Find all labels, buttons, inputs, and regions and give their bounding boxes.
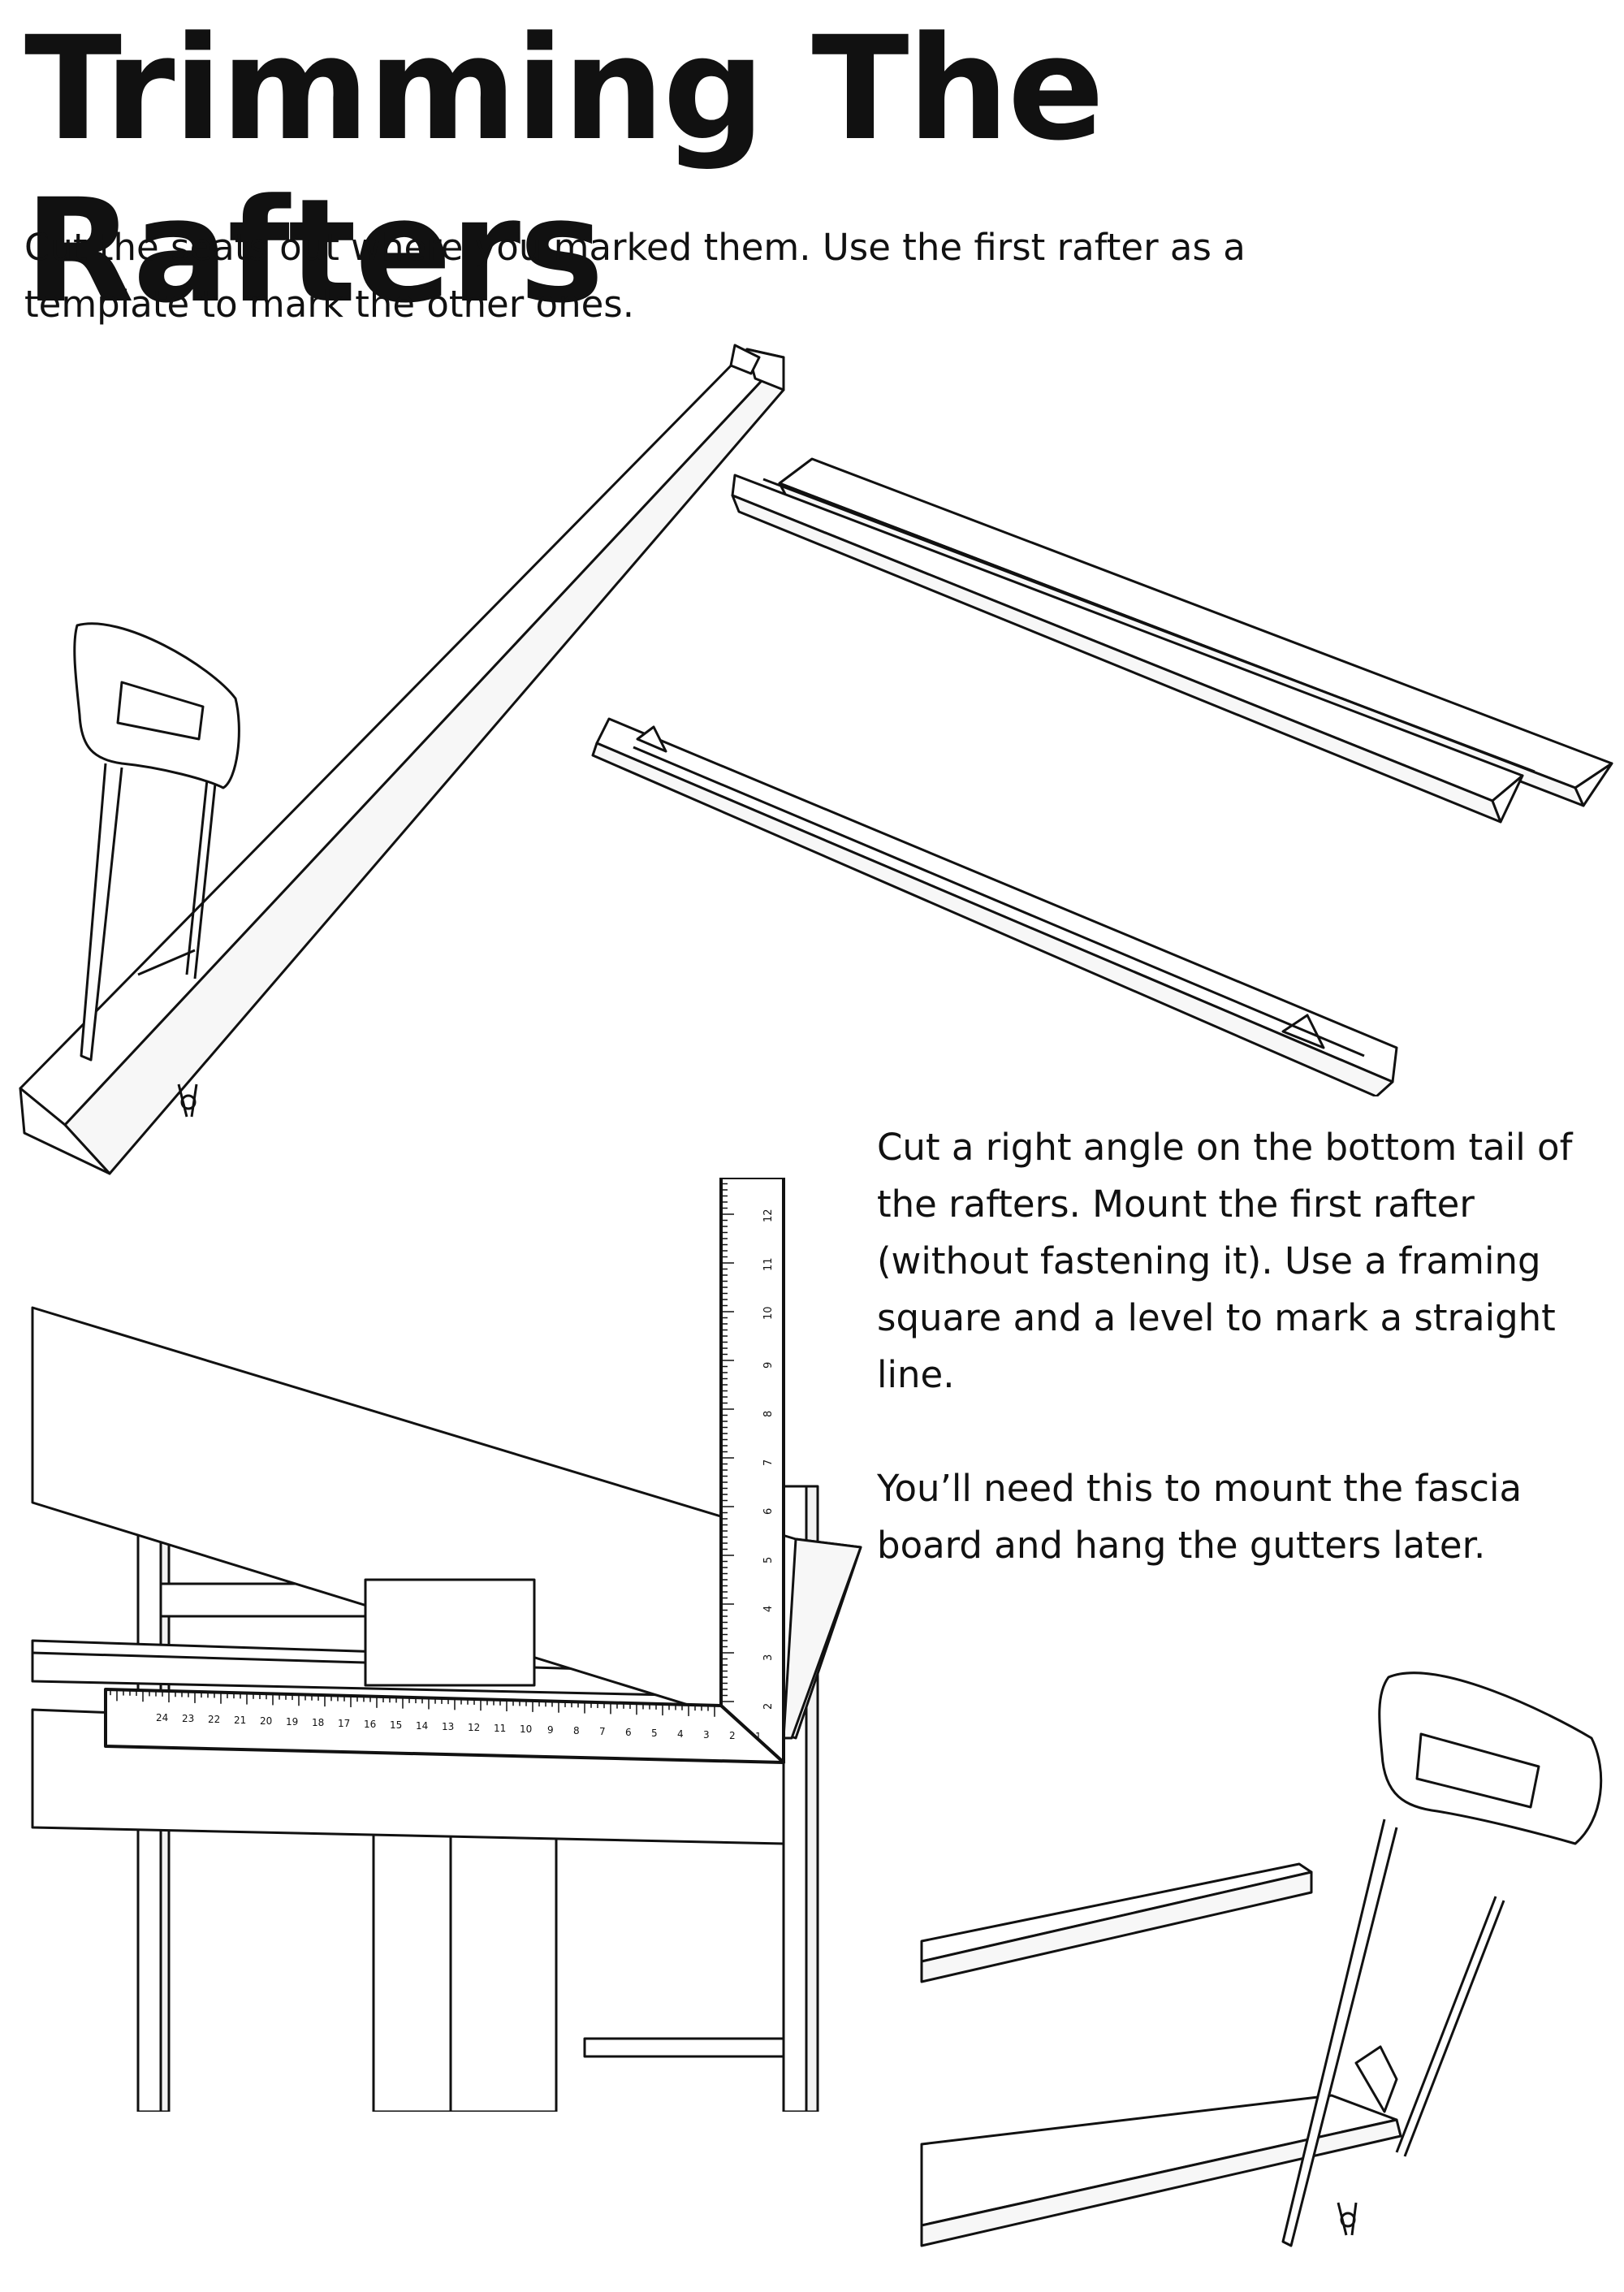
tongue-number: 4 <box>677 1728 684 1740</box>
tongue-number: 24 <box>156 1712 168 1723</box>
tongue-number: 2 <box>729 1730 736 1741</box>
rafter-pair-illustration <box>723 447 1624 837</box>
tongue-number: 16 <box>364 1719 376 1730</box>
tongue-number: 22 <box>208 1714 220 1725</box>
instruction-step-2: Cut a right angle on the bottom tail of … <box>877 1126 1573 1396</box>
tongue-number: 17 <box>338 1718 350 1729</box>
tongue-number: 12 <box>468 1722 480 1733</box>
blade-number: 9 <box>762 1362 775 1369</box>
tongue-number: 5 <box>651 1728 658 1739</box>
blade-number: 3 <box>762 1654 775 1661</box>
blade-number: 8 <box>762 1411 775 1417</box>
tongue-number: 21 <box>234 1715 246 1726</box>
tongue-number: 23 <box>182 1713 194 1724</box>
saw-cutting-rafter-tail-illustration <box>918 1657 1624 2292</box>
tongue-number: 9 <box>547 1724 554 1736</box>
tongue-number: 19 <box>286 1716 298 1728</box>
instruction-step-1: Cut the seats out where you marked them.… <box>24 226 1246 326</box>
tongue-number: 14 <box>416 1720 428 1732</box>
blade-number: 10 <box>762 1306 775 1320</box>
tongue-number: 15 <box>390 1719 402 1731</box>
blade-number: 12 <box>762 1209 775 1222</box>
tongue-number: 3 <box>703 1729 710 1741</box>
tongue-number: 20 <box>260 1715 272 1727</box>
blade-number: 5 <box>762 1557 775 1563</box>
blade-number: 7 <box>762 1460 775 1466</box>
instruction-step-3: You’ll need this to mount the fascia boa… <box>877 1467 1522 1567</box>
page-title: Trimming The Rafters <box>24 6 1104 335</box>
tongue-number: 11 <box>494 1723 506 1734</box>
tongue-number: 1 <box>755 1731 762 1742</box>
single-rafter-illustration <box>585 707 1413 1096</box>
rafter-with-saw-illustration <box>0 325 812 1186</box>
blade-number: 6 <box>762 1508 775 1515</box>
tongue-number: 7 <box>599 1726 606 1737</box>
framing-square-illustration: 2 3 4 5 6 7 8 9 10 11 12 1 2 3 4 5 6 7 8… <box>0 1178 877 2112</box>
tongue-scale-numbers: 1 2 3 4 5 6 7 8 9 10 11 12 13 14 15 16 1… <box>156 1712 762 1742</box>
blade-number: 2 <box>762 1703 775 1710</box>
blade-number: 11 <box>762 1257 775 1271</box>
tongue-number: 13 <box>442 1721 454 1732</box>
tongue-number: 8 <box>573 1725 580 1736</box>
tongue-number: 10 <box>520 1723 532 1735</box>
blade-scale-numbers: 2 3 4 5 6 7 8 9 10 11 12 <box>762 1209 775 1710</box>
tongue-number: 6 <box>625 1727 632 1738</box>
blade-number: 4 <box>762 1606 775 1612</box>
tongue-number: 18 <box>312 1717 324 1728</box>
